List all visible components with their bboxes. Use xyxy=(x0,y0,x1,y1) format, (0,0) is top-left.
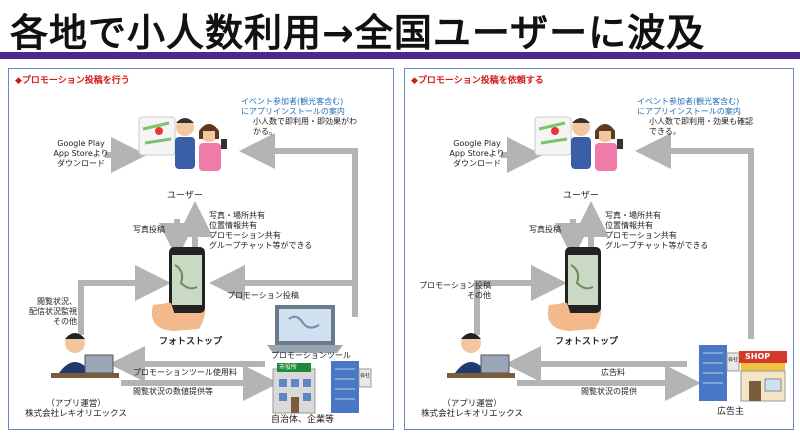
buildings-illustration xyxy=(272,361,372,414)
right-user-label: ユーザー xyxy=(563,191,599,201)
left-gov-label: 自治体、企業等 xyxy=(271,415,335,425)
panel-promotion-post: ◆プロモーション投稿を行う Google Play App Storeより ダウ… xyxy=(8,68,394,430)
left-operator-label: （アプリ運営） 株式会社レキオリエックス xyxy=(25,399,127,419)
laptop-illustration xyxy=(267,305,343,353)
left-diagram-graphics xyxy=(51,116,372,414)
right-arrows xyxy=(474,133,754,401)
cityhall-sign: 市役所 xyxy=(279,364,298,371)
right-event-note: イベント参加者(観光客含む) にアプリインストールの案内 xyxy=(637,97,741,116)
right-promo-other-note: プロモーション投稿 その他 xyxy=(419,281,491,300)
left-effect-note: 小人数で即利用・即効果がわ かる。 xyxy=(253,117,357,136)
right-diagram-graphics xyxy=(447,116,787,402)
left-company-sign: 会社 xyxy=(360,373,371,379)
page-title: 各地で小人数利用→全国ユーザーに波及 xyxy=(10,11,706,55)
arrow-gov-to-user xyxy=(239,133,358,317)
left-share-note: 写真・場所共有 位置情報共有 プロモーション共有 グループチャット等ができる xyxy=(209,211,313,250)
left-photo-post-label: 写真投稿 xyxy=(133,225,165,234)
right-view-status-label: 閲覧状況の提供 xyxy=(581,387,637,396)
right-ad-fee-label: 広告料 xyxy=(601,368,625,377)
left-stats-label: 閲覧状況の数値提供等 xyxy=(133,387,213,396)
left-app-label: フォトストップ xyxy=(159,337,223,347)
left-promo-post-label: プロモーション投稿 xyxy=(227,291,299,300)
right-share-note: 写真・場所共有 位置情報共有 プロモーション共有 グループチャット等ができる xyxy=(605,211,709,250)
right-heading: ◆プロモーション投稿を依頼する xyxy=(411,76,544,86)
left-arrows xyxy=(78,133,358,401)
arrow-monitor xyxy=(78,265,171,335)
operator-illustration xyxy=(447,333,515,378)
phone-illustration xyxy=(547,247,602,331)
right-company-sign: 会社 xyxy=(728,357,739,363)
right-advertiser-label: 広告主 xyxy=(717,407,745,417)
left-tool-label: プロモーションツール xyxy=(271,351,351,360)
right-appstore-note: Google Play App Storeより ダウンロード xyxy=(449,139,505,168)
arrow-promo-other xyxy=(474,265,567,335)
left-user-label: ユーザー xyxy=(167,191,203,201)
right-effect-note: 小人数で即利用・効果も確認 できる。 xyxy=(649,117,753,136)
users-illustration xyxy=(138,116,227,171)
left-tool-fee-label: プロモーションツール使用料 xyxy=(133,368,237,377)
right-app-label: フォトストップ xyxy=(555,337,619,347)
left-monitor-note: 閲覧状況、 配信状況監視 その他 xyxy=(29,297,77,326)
operator-illustration xyxy=(51,333,119,378)
shop-sign: SHOP xyxy=(745,352,771,361)
left-event-note: イベント参加者(観光客含む) にアプリインストールの案内 xyxy=(241,97,345,116)
users-illustration xyxy=(534,116,623,171)
phone-illustration xyxy=(151,247,206,331)
arrow-advertiser-to-user xyxy=(635,133,754,339)
left-heading: ◆プロモーション投稿を行う xyxy=(15,76,130,86)
advertiser-illustration xyxy=(699,345,787,402)
right-operator-label: （アプリ運営） 株式会社レキオリエックス xyxy=(421,399,523,419)
title-underline xyxy=(0,52,800,59)
left-appstore-note: Google Play App Storeより ダウンロード xyxy=(53,139,109,168)
panel-promotion-request: ◆プロモーション投稿を依頼する Google Play App Storeより … xyxy=(404,68,794,430)
right-photo-post-label: 写真投稿 xyxy=(529,225,561,234)
